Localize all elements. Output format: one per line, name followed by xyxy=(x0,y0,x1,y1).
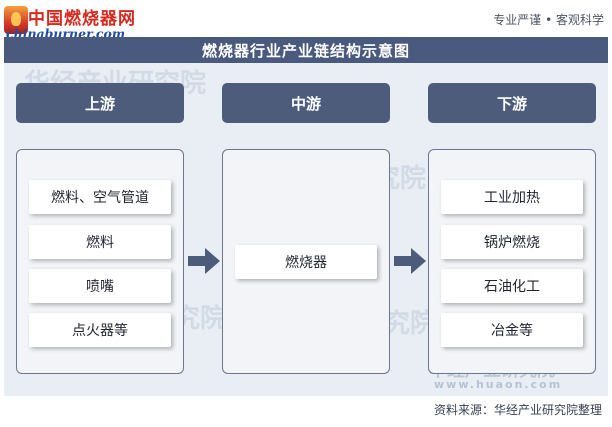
midstream-header: 中游 xyxy=(222,83,390,123)
upstream-item: 燃料、空气管道 xyxy=(29,180,171,214)
upstream-item: 燃料 xyxy=(29,225,171,259)
downstream-item: 冶金等 xyxy=(441,313,583,347)
watermark-url: www.huaon.com xyxy=(434,378,563,391)
flame-logo-icon xyxy=(4,6,28,34)
downstream-header: 下游 xyxy=(428,83,596,123)
site-logo[interactable]: 中国燃烧器网 chinaburner.com xyxy=(4,2,154,42)
industry-chain-diagram: 华经产业研究院 华经产业研究院 华经产业研究院 华经产业研究院 华经产业研究院 … xyxy=(4,63,608,396)
slogan: 专业严谨 • 客观科学 xyxy=(493,13,604,27)
downstream-item: 锅炉燃烧 xyxy=(441,225,583,259)
downstream-item: 石油化工 xyxy=(441,269,583,303)
right-arrow-icon xyxy=(188,248,220,274)
downstream-item: 工业加热 xyxy=(441,180,583,214)
logo-chinese-text: 中国燃烧器网 xyxy=(28,9,136,29)
midstream-item: 燃烧器 xyxy=(235,245,377,279)
upstream-header: 上游 xyxy=(16,83,184,123)
source-note: 资料来源：华经产业研究院整理 xyxy=(433,403,602,417)
right-arrow-icon xyxy=(394,248,426,274)
upstream-item: 喷嘴 xyxy=(29,269,171,303)
downstream-box: 工业加热 锅炉燃烧 石油化工 冶金等 xyxy=(428,149,596,374)
page-title: 燃烧器行业产业链结构示意图 xyxy=(4,37,608,63)
upstream-box: 燃料、空气管道 燃料 喷嘴 点火器等 xyxy=(16,149,184,374)
midstream-box: 燃烧器 xyxy=(222,149,390,374)
upstream-item: 点火器等 xyxy=(29,313,171,347)
